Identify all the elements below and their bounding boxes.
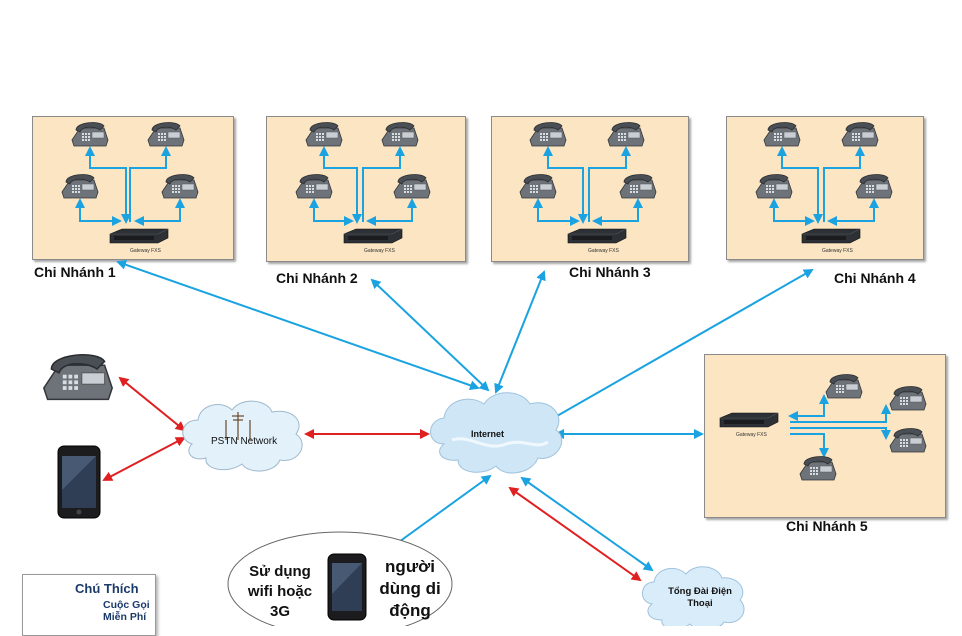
phone-icon bbox=[304, 120, 344, 148]
branch-label-2: Chi Nhánh 2 bbox=[276, 270, 358, 286]
mobile-phone-icon bbox=[327, 553, 367, 621]
branch-label-1: Chi Nhánh 1 bbox=[34, 264, 116, 280]
pstn-label: PSTN Network bbox=[211, 436, 278, 447]
internet-cloud bbox=[430, 392, 563, 474]
gateway-label: Gateway FXS bbox=[364, 248, 395, 254]
phone-icon bbox=[888, 426, 928, 454]
mobile-right-line2: dùng di bbox=[379, 579, 441, 598]
mobile-right-line3: động bbox=[389, 601, 431, 620]
phone-icon bbox=[888, 384, 928, 412]
mobile-left-text: Sử dụng wifi hoặc 3G bbox=[238, 562, 322, 622]
gateway-icon bbox=[108, 228, 170, 244]
legend-item-line2: Miễn Phí bbox=[103, 611, 147, 623]
phone-icon bbox=[618, 172, 658, 200]
mobile-left-line2: wifi hoặc bbox=[247, 583, 313, 600]
mobile-left-line3: 3G bbox=[269, 603, 290, 620]
switchboard-label-line1: Tổng Đài Điện bbox=[668, 586, 732, 597]
phone-icon bbox=[380, 120, 420, 148]
phone-icon bbox=[824, 372, 864, 400]
gateway-label: Gateway FXS bbox=[822, 248, 853, 254]
branch-label-5: Chi Nhánh 5 bbox=[786, 518, 868, 534]
mobile-right-text: người dùng di động bbox=[368, 556, 452, 622]
desk-phone-icon bbox=[42, 353, 114, 401]
gateway-icon bbox=[800, 228, 862, 244]
pstn-cloud bbox=[182, 400, 303, 472]
mobile-left-line1: Sử dụng bbox=[249, 563, 311, 580]
legend-item-line1: Cuộc Gọi bbox=[103, 599, 150, 611]
switchboard-cloud bbox=[642, 566, 745, 626]
gateway-label: Gateway FXS bbox=[736, 432, 767, 438]
phone-icon bbox=[392, 172, 432, 200]
gateway-icon bbox=[566, 228, 628, 244]
branch-label-4: Chi Nhánh 4 bbox=[834, 270, 916, 286]
phone-icon bbox=[798, 454, 838, 482]
gateway-label: Gateway FXS bbox=[130, 248, 161, 254]
phone-icon bbox=[840, 120, 880, 148]
legend: Chú Thích Cuộc Gọi Miễn Phí bbox=[22, 574, 156, 636]
phone-icon bbox=[606, 120, 646, 148]
phone-icon bbox=[518, 172, 558, 200]
smartphone-icon bbox=[57, 445, 101, 519]
phone-icon bbox=[160, 172, 200, 200]
phone-icon bbox=[528, 120, 568, 148]
switchboard-label: Tổng Đài Điện Thoại bbox=[656, 586, 744, 610]
phone-icon bbox=[754, 172, 794, 200]
phone-icon bbox=[854, 172, 894, 200]
phone-icon bbox=[762, 120, 802, 148]
gateway-icon bbox=[342, 228, 404, 244]
switchboard-label-line2: Thoại bbox=[687, 598, 713, 609]
gateway-label: Gateway FXS bbox=[588, 248, 619, 254]
phone-icon bbox=[146, 120, 186, 148]
gateway-icon bbox=[718, 412, 780, 428]
phone-icon bbox=[70, 120, 110, 148]
branch-label-3: Chi Nhánh 3 bbox=[569, 264, 651, 280]
internet-label: Internet bbox=[471, 429, 505, 439]
phone-icon bbox=[294, 172, 334, 200]
mobile-right-line1: người bbox=[385, 557, 435, 576]
legend-item-free-call: Cuộc Gọi Miễn Phí bbox=[103, 599, 150, 623]
legend-title: Chú Thích bbox=[75, 581, 139, 596]
phone-icon bbox=[60, 172, 100, 200]
